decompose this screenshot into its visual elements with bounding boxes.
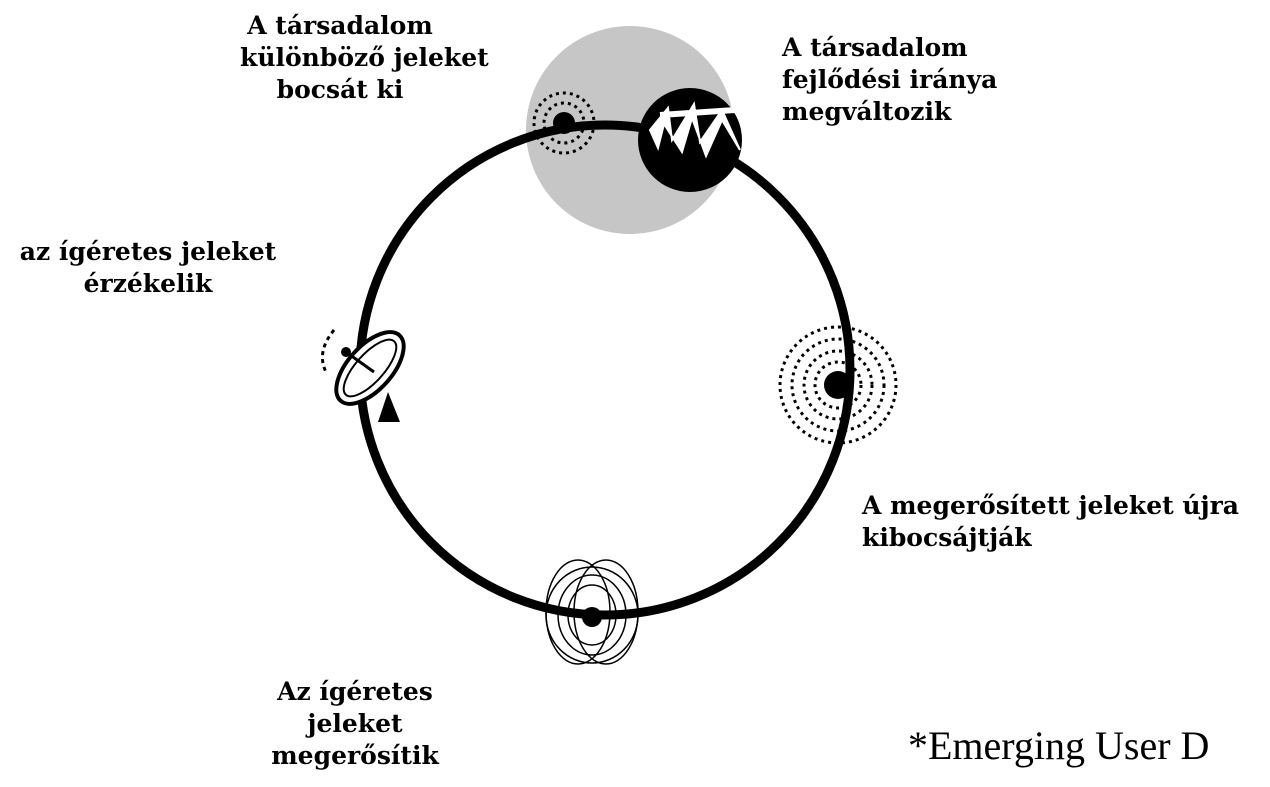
label-line: A társadalom xyxy=(782,32,997,64)
satellite-dish-icon xyxy=(322,321,415,422)
footnote: *Emerging User D xyxy=(908,722,1209,770)
label-line: bocsát ki xyxy=(240,74,440,106)
label-line: A megerősített jeleket újra xyxy=(862,490,1239,522)
label-line: A társadalom xyxy=(240,10,440,42)
label-reemit-signals: A megerősített jeleket újra kibocsájtják xyxy=(862,490,1239,554)
label-line: érzékelik xyxy=(8,268,288,300)
label-line: különböző jeleket xyxy=(240,42,440,74)
label-line: megváltozik xyxy=(782,96,997,128)
label-amplify-signals: Az ígéretes jeleket megerősítik xyxy=(260,676,450,772)
label-emit-signals: A társadalom különböző jeleket bocsát ki xyxy=(240,10,440,106)
direction-change-icon xyxy=(638,88,742,192)
label-line: jeleket xyxy=(260,708,450,740)
reemitted-signal-icon xyxy=(780,327,896,443)
label-line: az ígéretes jeleket xyxy=(8,236,288,268)
label-direction-changes: A társadalom fejlődési iránya megváltozi… xyxy=(782,32,997,128)
label-perceive-signals: az ígéretes jeleket érzékelik xyxy=(8,236,288,300)
label-line: Az ígéretes xyxy=(260,676,450,708)
label-line: kibocsájtják xyxy=(862,522,1239,554)
label-line: megerősítik xyxy=(260,740,450,772)
label-line: fejlődési iránya xyxy=(782,64,997,96)
